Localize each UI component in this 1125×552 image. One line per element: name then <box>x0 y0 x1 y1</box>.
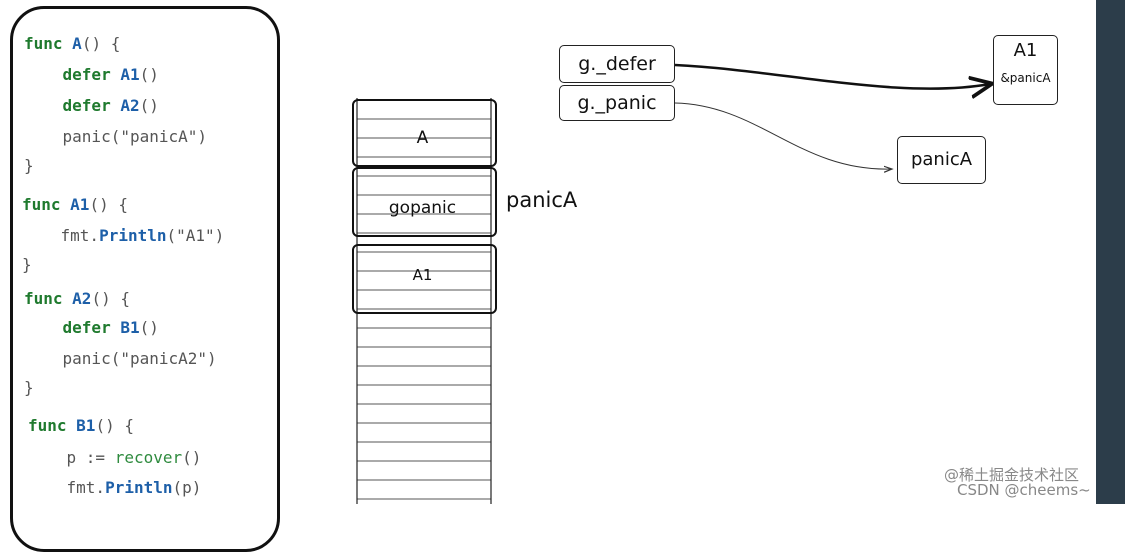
code-line: } <box>24 378 34 398</box>
code-token: B1 <box>76 416 96 435</box>
watermark-juejin: @稀土掘金技术社区 <box>944 466 1080 484</box>
code-token: () <box>139 318 159 337</box>
code-token: () <box>139 65 159 84</box>
code-line: func A() { <box>24 34 120 54</box>
code-token: panic("panicA") <box>24 127 208 146</box>
stack-frame-gopanic <box>352 167 497 237</box>
code-token: } <box>24 156 34 175</box>
code-token: defer <box>24 96 121 115</box>
code-token: A1 <box>120 65 140 84</box>
defer-node-title: A1 <box>1013 40 1038 61</box>
code-token: } <box>22 255 32 274</box>
code-line: fmt.Println("A1") <box>22 226 225 246</box>
code-token: A1 <box>70 195 90 214</box>
code-line: } <box>22 255 32 275</box>
code-line: func A1() { <box>22 195 128 215</box>
code-token: A2 <box>120 96 140 115</box>
code-token: Println <box>105 478 173 497</box>
code-line: fmt.Println(p) <box>28 478 202 498</box>
code-token: fmt. <box>28 478 106 497</box>
code-token: func <box>22 195 71 214</box>
panic-arrow <box>674 102 892 169</box>
watermark-csdn: CSDN @cheems~ <box>957 481 1091 499</box>
code-token: () { <box>81 34 121 53</box>
code-line: defer B1() <box>24 318 159 338</box>
code-token: A <box>72 34 82 53</box>
defer-arrow <box>674 63 990 89</box>
code-token: recover <box>114 448 183 467</box>
code-token: defer <box>24 65 121 84</box>
code-token: p := <box>28 448 115 467</box>
code-token: fmt. <box>22 226 100 245</box>
stack-frame-a <box>352 99 497 167</box>
code-token: defer <box>24 318 121 337</box>
stack-frame-a-label: A <box>416 128 429 148</box>
code-line: panic("panicA") <box>24 127 208 147</box>
code-line: func A2() { <box>24 289 130 309</box>
stack-side-label: panicA <box>506 188 578 212</box>
code-token: (p) <box>172 478 202 497</box>
code-token: ("A1") <box>166 226 225 245</box>
code-token: panic("panicA2") <box>24 349 217 368</box>
code-token: A2 <box>72 289 92 308</box>
code-token: () { <box>89 195 128 214</box>
code-token: func <box>24 34 73 53</box>
stack-frame-gopanic-label: gopanic <box>388 198 457 218</box>
code-line: func B1() { <box>28 416 134 436</box>
code-token: } <box>24 378 34 397</box>
code-listing: func A() { defer A1() defer A2() panic("… <box>0 0 224 497</box>
code-panel <box>10 6 280 552</box>
code-token: () <box>182 448 202 467</box>
code-token: () { <box>91 289 130 308</box>
code-token: B1 <box>120 318 140 337</box>
stack-frame-a1-label: A1 <box>412 266 433 284</box>
code-line: defer A2() <box>24 96 159 116</box>
code-token: () <box>139 96 159 115</box>
panic-node: panicA <box>897 136 986 184</box>
code-line: p := recover() <box>28 448 202 468</box>
defer-node: A1 &panicA <box>993 35 1058 105</box>
stack-rows <box>357 99 491 500</box>
g-defer-box: g._defer <box>559 45 675 83</box>
code-token: func <box>24 289 73 308</box>
code-token: () { <box>95 416 134 435</box>
g-panic-box: g._panic <box>559 85 675 121</box>
stack-frame-a1 <box>352 244 497 314</box>
code-line: panic("panicA2") <box>24 349 217 369</box>
defer-node-sub: &panicA <box>1000 71 1051 85</box>
code-token: Println <box>99 226 167 245</box>
code-line: defer A1() <box>24 65 159 85</box>
code-line: } <box>24 156 34 176</box>
window-edge <box>1096 0 1125 504</box>
code-token: func <box>28 416 77 435</box>
